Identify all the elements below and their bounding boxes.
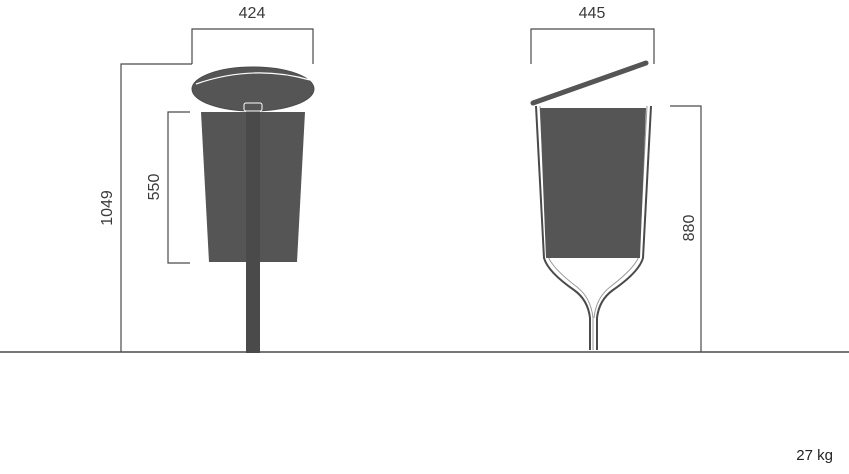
stand-bin-lid [530,60,649,106]
weight-label: 27 kg [796,447,833,464]
stand-bin-basket [540,108,646,258]
dim-line-550 [167,111,190,264]
dim-label-550: 550 [146,174,163,201]
pole-bin-post [246,110,260,353]
dim-line-445 [530,28,655,64]
dim-label-1049: 1049 [99,190,116,226]
dim-line-424 [191,28,314,64]
pole-bin [191,66,315,353]
dim-label-445: 445 [579,5,606,22]
pole-bin-lid-highlight [195,72,311,85]
dim-label-424: 424 [239,5,266,22]
dim-label-880: 880 [681,215,698,242]
dim-line-880 [670,105,702,352]
pole-bin-post-cap [243,102,263,112]
stand-bin-frame [535,105,652,350]
dim-line-1049 [120,63,192,352]
stand-bin-frame-inner [539,105,648,350]
stand-bin [530,60,652,350]
